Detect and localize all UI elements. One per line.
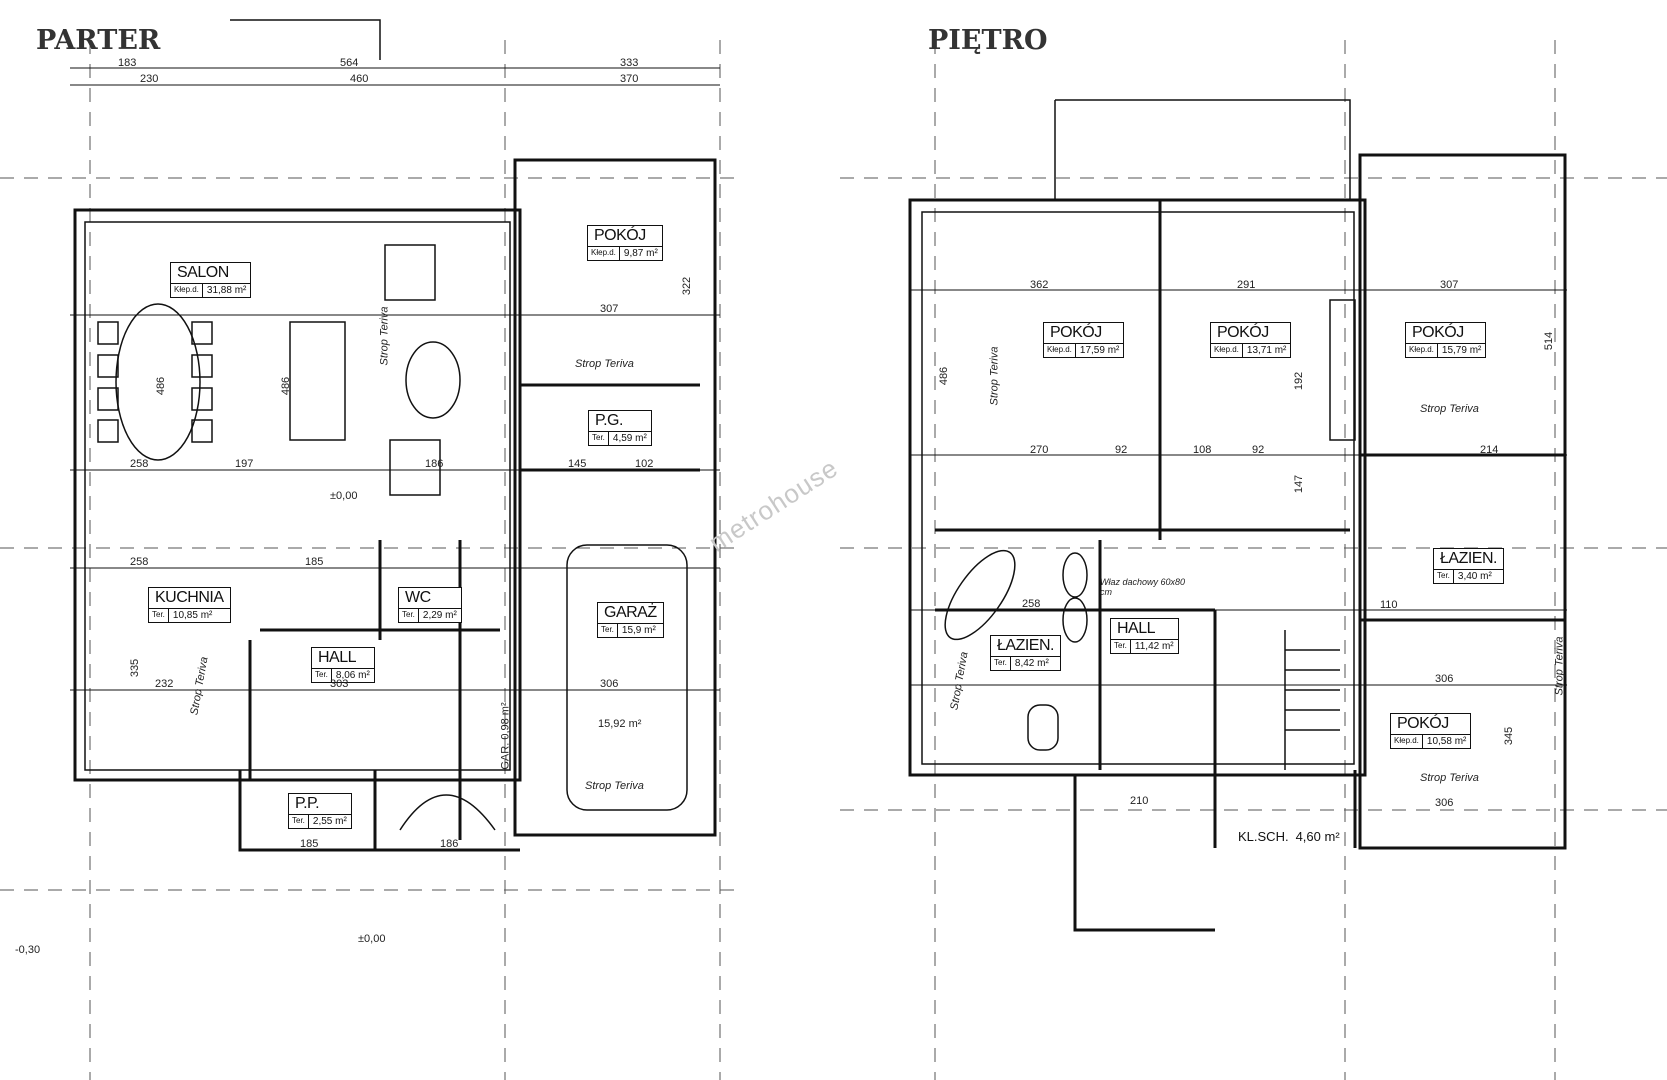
parter-furniture xyxy=(97,244,688,831)
dimension: 145 xyxy=(568,458,587,470)
dimension-lines xyxy=(70,67,1567,691)
dimension: 197 xyxy=(235,458,254,470)
pietro-furniture xyxy=(944,299,1356,770)
dimension: 110 xyxy=(1380,599,1398,611)
note: Strop Teriva xyxy=(1553,636,1566,696)
note: Strop Teriva xyxy=(988,346,1001,406)
dimension: 291 xyxy=(1237,279,1256,291)
room-label-klatka: KL.SCH.4,60 m² xyxy=(1235,828,1344,845)
dimension: 185 xyxy=(305,556,324,568)
room-label-lazienka-1: ŁAZIEN.Ter.3,40 m² xyxy=(1433,548,1504,584)
dimension: 486 xyxy=(280,376,293,396)
dimension: 333 xyxy=(620,57,639,69)
note: 15,92 m² xyxy=(598,718,642,730)
dimension: 486 xyxy=(155,376,168,396)
room-label-lazienka-2: ŁAZIEN.Ter.8,42 m² xyxy=(990,635,1061,671)
dimension: 270 xyxy=(1030,444,1049,456)
dimension: 335 xyxy=(129,658,142,678)
floor-title-parter: PARTER xyxy=(36,25,161,56)
dimension: 186 xyxy=(440,838,459,850)
dimension: 147 xyxy=(1293,474,1306,494)
note: Strop Teriva xyxy=(575,358,634,370)
dimension: 307 xyxy=(600,303,619,315)
dimension: 345 xyxy=(1503,726,1516,746)
dimension: 460 xyxy=(350,73,369,85)
note: GAR. 0,98 m² xyxy=(499,702,512,770)
dimension: 322 xyxy=(681,276,694,296)
dimension: 214 xyxy=(1480,444,1499,456)
note: Strop Teriva xyxy=(378,306,391,366)
axis-lines xyxy=(0,40,1667,1080)
dimension: 183 xyxy=(118,57,137,69)
level-mark: -0,30 xyxy=(15,944,41,956)
dimension: 102 xyxy=(635,458,654,470)
dimension: 370 xyxy=(620,73,639,85)
dimension: 230 xyxy=(140,73,159,85)
parter-walls xyxy=(73,19,717,852)
dimension: 232 xyxy=(155,678,174,690)
dimension: 486 xyxy=(938,366,951,386)
dimension: 258 xyxy=(130,556,149,568)
note: Strop Teriva xyxy=(585,780,644,792)
level-mark: ±0,00 xyxy=(358,933,386,945)
dimension: 92 xyxy=(1115,444,1128,456)
dimension: 362 xyxy=(1030,279,1049,291)
dimension: 258 xyxy=(130,458,149,470)
car-icon xyxy=(566,544,688,811)
dimension: 564 xyxy=(340,57,359,69)
dimension: 210 xyxy=(1130,795,1149,807)
dimension: 186 xyxy=(425,458,444,470)
dimension: 306 xyxy=(1435,673,1454,685)
dimension: 185 xyxy=(300,838,319,850)
note: Strop Teriva xyxy=(1420,772,1479,784)
dimension: 92 xyxy=(1252,444,1265,456)
dimension: 306 xyxy=(1435,797,1454,809)
dimension: 192 xyxy=(1293,371,1306,391)
room-label-pp: P.P.Ter.2,55 m² xyxy=(288,793,352,829)
note-roof-hatch: Właz dachowy 60x80 cm xyxy=(1100,577,1186,597)
dimension: 258 xyxy=(1022,598,1041,610)
level-mark: ±0,00 xyxy=(330,490,358,502)
dimension: 514 xyxy=(1543,331,1556,351)
note: Strop Teriva xyxy=(1420,403,1479,415)
room-label-pg: P.G.Ter.4,59 m² xyxy=(588,410,652,446)
pietro-walls xyxy=(908,99,1567,932)
dimension: 108 xyxy=(1193,444,1212,456)
dimension: 306 xyxy=(600,678,619,690)
dimension: 303 xyxy=(330,678,349,690)
floor-title-pietro: PIĘTRO xyxy=(928,25,1048,56)
dimension: 307 xyxy=(1440,279,1459,291)
